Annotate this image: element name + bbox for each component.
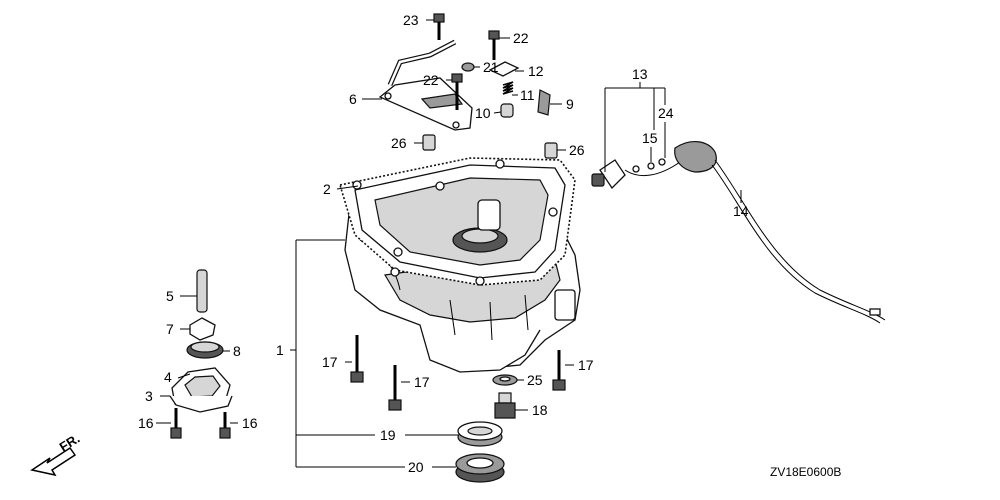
callout-10: 10: [475, 105, 491, 121]
front-direction-label: FR.: [57, 431, 83, 455]
callout-21: 21: [483, 59, 499, 75]
washer-25-part: [492, 374, 518, 386]
callout-16-left: 16: [138, 415, 154, 431]
callout-17-b: 17: [414, 374, 430, 390]
callout-8: 8: [233, 343, 241, 359]
diagram-code: ZV18E0600B: [770, 465, 841, 479]
guide-plate-parts: [169, 367, 233, 413]
bolt-16-right-part: [219, 412, 231, 439]
plate-12-part: [488, 61, 520, 77]
oil-filler-parts: [186, 269, 224, 359]
bolt-22-lower-part: [451, 73, 463, 110]
callout-17-a: 17: [322, 354, 338, 370]
dowel-26-left-part: [422, 134, 436, 151]
washer-21-part: [461, 62, 475, 72]
callout-labels: 1 2 3 4 5 6 7 8 9 10 11 12 13 14 15 16 1…: [138, 12, 749, 475]
bolt-17-b-part: [388, 365, 402, 411]
callout-26-left: 26: [391, 135, 407, 151]
callout-11: 11: [520, 87, 535, 103]
callout-1: 1: [276, 342, 284, 358]
callout-3: 3: [145, 388, 153, 404]
breather-cover-part: [378, 39, 473, 131]
callout-20: 20: [408, 459, 424, 475]
callout-26-right: 26: [569, 142, 585, 158]
oil-seal-20-part: [455, 453, 505, 483]
callout-25: 25: [527, 372, 543, 388]
valve-10-part: [500, 103, 514, 118]
bolt-17-c-part: [552, 350, 566, 391]
callout-23: 23: [403, 12, 419, 28]
dowel-26-right-part: [544, 142, 558, 159]
callout-5: 5: [166, 288, 174, 304]
bolt-23-part: [433, 13, 445, 40]
callout-24: 24: [658, 105, 674, 121]
bolt-16-left-part: [170, 408, 182, 439]
callout-19: 19: [380, 427, 396, 443]
bolt-17-a-part: [350, 335, 364, 383]
callout-22-top: 22: [513, 30, 529, 46]
leader-lines: [156, 19, 742, 468]
callout-7: 7: [166, 321, 174, 337]
callout-6: 6: [349, 91, 357, 107]
callout-15: 15: [642, 130, 658, 146]
oil-level-switch-part: [591, 141, 886, 324]
callout-17-c: 17: [578, 357, 594, 373]
spring-11-part: [502, 81, 514, 95]
oil-seal-19-part: [457, 421, 503, 447]
callout-13: 13: [632, 66, 648, 82]
callout-4: 4: [164, 369, 172, 385]
callout-9: 9: [566, 96, 574, 112]
callout-22-lower: 22: [423, 72, 439, 88]
gasket-part: [338, 157, 576, 286]
callout-18: 18: [532, 402, 548, 418]
callout-12: 12: [528, 63, 544, 79]
front-direction-arrow-icon: [30, 446, 77, 477]
drain-bolt-18-part: [494, 392, 516, 419]
bolt-22-top-part: [488, 30, 500, 60]
callout-2: 2: [323, 181, 331, 197]
callout-16-right: 16: [242, 415, 258, 431]
reed-9-part: [537, 89, 551, 116]
callout-14: 14: [733, 203, 749, 219]
